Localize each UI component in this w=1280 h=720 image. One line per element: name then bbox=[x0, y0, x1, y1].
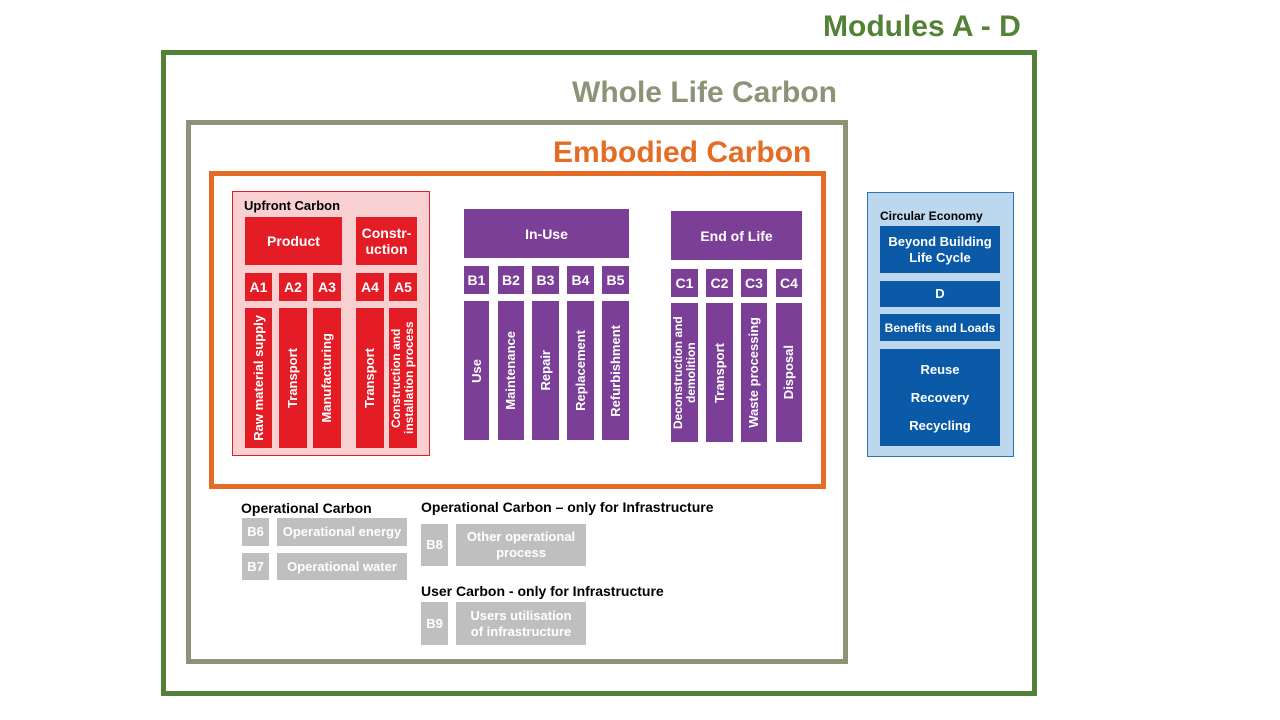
stage-b2-label: Maintenance bbox=[503, 331, 518, 410]
code-a5: A5 bbox=[389, 273, 417, 301]
stage-b4: Replacement bbox=[567, 301, 594, 440]
stage-c4: Disposal bbox=[776, 303, 802, 442]
code-b2: B2 bbox=[498, 266, 524, 294]
module-d-box: D bbox=[880, 281, 1000, 307]
whole-life-frame bbox=[186, 120, 848, 664]
code-a1: A1 bbox=[245, 273, 272, 301]
stage-c2: Transport bbox=[706, 303, 733, 442]
stage-b1: Use bbox=[464, 301, 489, 440]
upfront-title: Upfront Carbon bbox=[244, 198, 341, 213]
code-a4: A4 bbox=[356, 273, 384, 301]
stage-a2: Transport bbox=[279, 308, 307, 448]
code-b9: B9 bbox=[421, 602, 448, 645]
stage-a1: Raw material supply bbox=[245, 308, 272, 448]
recovery-label: Recovery bbox=[910, 390, 970, 405]
stage-b3-label: Repair bbox=[537, 350, 553, 391]
code-b7: B7 bbox=[242, 553, 269, 580]
circular-title: Circular Economy bbox=[880, 209, 983, 223]
stage-c1: Deconstruction and demolition bbox=[671, 303, 698, 442]
code-c3: C3 bbox=[741, 269, 767, 297]
stage-a2-label: Transport bbox=[285, 348, 300, 408]
modules-frame bbox=[161, 50, 1037, 696]
stage-b4-label: Replacement bbox=[572, 330, 588, 411]
embodied-title: Embodied Carbon bbox=[553, 136, 812, 169]
stage-c1-label: Deconstruction and demolition bbox=[670, 316, 698, 429]
stage-a4: Transport bbox=[356, 308, 384, 448]
stage-a3: Manufacturing bbox=[313, 308, 341, 448]
product-header: Product bbox=[245, 217, 342, 265]
stage-a1-label: Raw material supply bbox=[250, 315, 266, 441]
code-b3: B3 bbox=[532, 266, 559, 294]
modules-title: Modules A - D bbox=[823, 10, 1021, 43]
embodied-frame bbox=[209, 171, 826, 489]
whole-life-title: Whole Life Carbon bbox=[572, 76, 837, 109]
operational-energy-box: Operational energy bbox=[277, 518, 407, 546]
stage-c2-label: Transport bbox=[711, 342, 727, 403]
code-c1: C1 bbox=[671, 269, 698, 297]
end-of-life-header: End of Life bbox=[671, 211, 802, 260]
users-utilisation-box: Users utilisation of infrastructure bbox=[456, 602, 586, 645]
code-a2: A2 bbox=[279, 273, 307, 301]
operational-title: Operational Carbon bbox=[241, 500, 372, 516]
benefits-loads-box: Benefits and Loads bbox=[880, 314, 1000, 341]
code-c4: C4 bbox=[776, 269, 802, 297]
code-b8: B8 bbox=[421, 524, 448, 566]
reuse-recovery-box: Reuse Recovery Recycling bbox=[880, 349, 1000, 446]
stage-a5-label: Construction and installation process bbox=[389, 321, 416, 435]
stage-b5-label: Refurbishment bbox=[607, 324, 623, 417]
in-use-header: In-Use bbox=[464, 209, 629, 258]
stage-b1-label: Use bbox=[468, 358, 484, 383]
construction-header: Constr-uction bbox=[356, 217, 417, 265]
stage-c3-label: Waste processing bbox=[746, 317, 761, 428]
stage-b2: Maintenance bbox=[498, 301, 524, 440]
recycling-label: Recycling bbox=[909, 418, 971, 433]
code-b5: B5 bbox=[602, 266, 629, 294]
code-b1: B1 bbox=[464, 266, 489, 294]
code-c2: C2 bbox=[706, 269, 733, 297]
stage-a3-label: Manufacturing bbox=[319, 333, 334, 423]
beyond-building-box: Beyond Building Life Cycle bbox=[880, 226, 1000, 273]
stage-b3: Repair bbox=[532, 301, 559, 440]
other-operational-process-box: Other operational process bbox=[456, 524, 586, 566]
reuse-label: Reuse bbox=[920, 362, 960, 377]
code-a3: A3 bbox=[313, 273, 341, 301]
operational-infra-title: Operational Carbon – only for Infrastruc… bbox=[421, 499, 714, 515]
stage-b5: Refurbishment bbox=[602, 301, 629, 440]
stage-a5: Construction and installation process bbox=[389, 308, 417, 448]
code-b4: B4 bbox=[567, 266, 594, 294]
stage-a4-label: Transport bbox=[362, 348, 377, 408]
stage-c4-label: Disposal bbox=[781, 345, 796, 400]
user-infra-title: User Carbon - only for Infrastructure bbox=[421, 583, 664, 599]
code-b6: B6 bbox=[242, 518, 269, 546]
stage-c3: Waste processing bbox=[741, 303, 767, 442]
operational-water-box: Operational water bbox=[277, 553, 407, 580]
